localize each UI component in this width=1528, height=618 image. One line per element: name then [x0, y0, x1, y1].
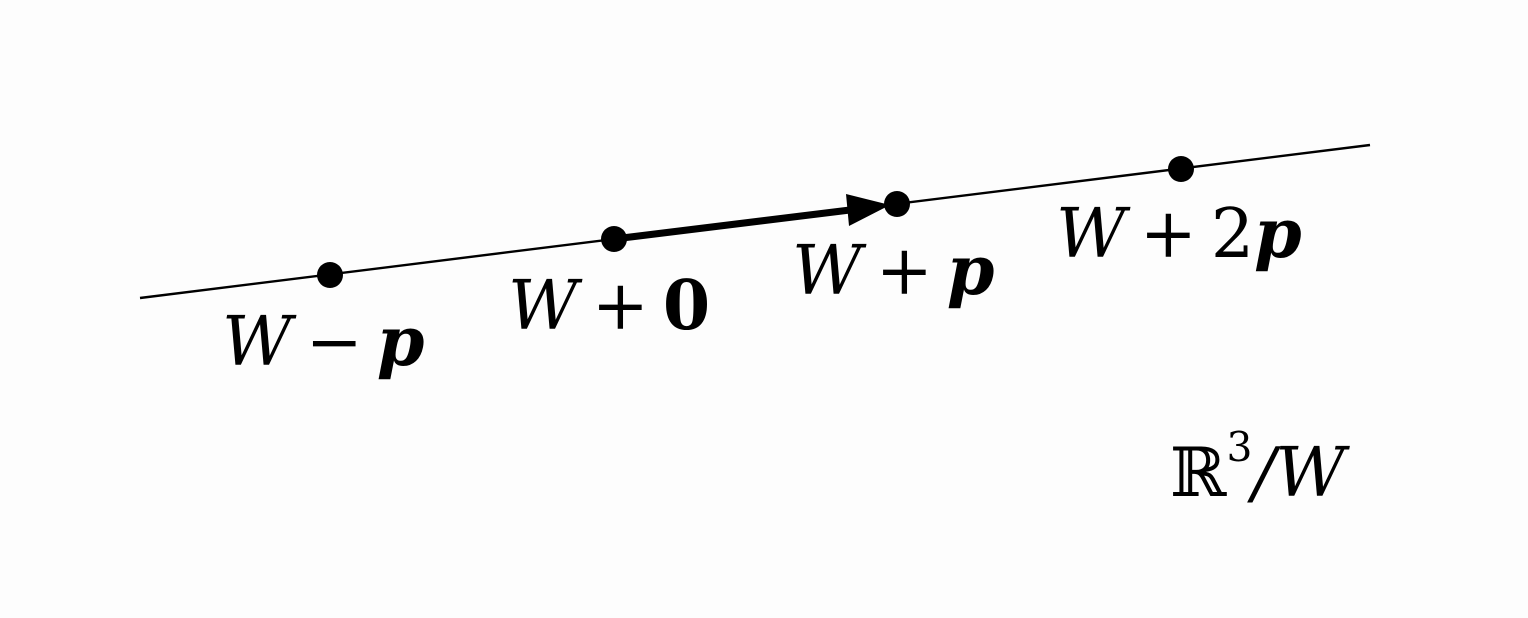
- point-w-plus-p: [884, 191, 910, 217]
- label-space: W: [222, 303, 292, 382]
- quotient-space-label: ℝ3/W: [1170, 427, 1345, 508]
- p-vector-arrow-shaft: [613, 206, 851, 243]
- label-space: W: [1056, 195, 1126, 274]
- point-w-plus-2p: [1168, 156, 1194, 182]
- quotient-exponent: 3: [1226, 423, 1253, 472]
- label-vector: p: [946, 231, 995, 311]
- label-coefficient: 2: [1210, 195, 1255, 274]
- label-operator: +: [591, 267, 649, 346]
- p-vector-arrowhead: [846, 194, 890, 226]
- label-vector: p: [1254, 194, 1302, 274]
- label-w-minus-p: W−p: [222, 308, 424, 377]
- label-operator: +: [875, 232, 933, 311]
- label-space: W: [792, 232, 862, 311]
- quotient-slash: /: [1252, 434, 1276, 513]
- point-w-minus-p: [317, 262, 343, 288]
- label-operator: −: [305, 303, 363, 382]
- point-w-plus-0: [601, 226, 627, 252]
- label-vector: 0: [662, 266, 711, 346]
- label-vector: p: [376, 302, 425, 382]
- label-space: W: [508, 267, 578, 346]
- quotient-subspace: W: [1275, 434, 1346, 513]
- label-w-plus-0: W+0: [508, 272, 710, 341]
- label-operator: +: [1139, 195, 1197, 274]
- label-w-plus-p: W+p: [792, 237, 994, 306]
- quotient-field: ℝ: [1170, 434, 1227, 513]
- label-w-plus-2p: W+2p: [1056, 200, 1302, 269]
